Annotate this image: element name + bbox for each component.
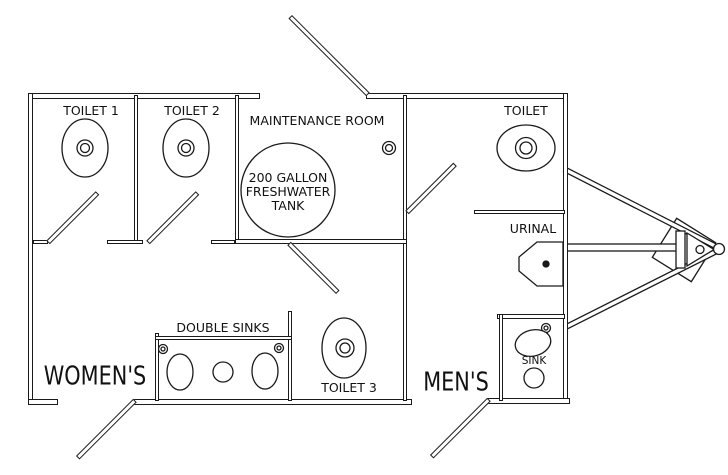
toilet-3-drain-inner [339,342,351,354]
maintenance-drain [381,140,397,156]
womens-area-label: WOMEN'S [43,361,147,392]
top-wall-left-segment [28,93,260,99]
toilet-1-drain-inner [79,142,91,154]
urinal-area-top-wall [474,210,565,214]
sink-room-left-wall [499,314,503,401]
toilet-2-fixture [162,118,210,178]
urinal-body [518,241,564,287]
freshwater-tank-circle [240,142,336,238]
hitch-ball [712,242,726,256]
urinal-fixture [518,241,564,287]
toilet-3-fixture [321,317,367,379]
left-faucet-inner [160,346,166,352]
mens-toilet-drain-inner [519,141,533,155]
left-sink-basin [166,353,194,391]
right-exterior-wall [563,93,568,404]
mens-sink-fixture [514,322,552,389]
maintenance-wall-foot [211,240,235,244]
toilet3-label: TOILET 3 [321,380,377,396]
left-exterior-wall [28,93,33,405]
tank-label-line2: FRESHWATER [245,184,331,199]
sink-counter-left-wall [155,333,159,401]
toilet1-label: TOILET 1 [63,103,119,119]
right-faucet-inner [276,345,282,351]
maintenance-bottom-wall [235,239,407,244]
maintenance-room-label: MAINTENANCE ROOM [249,113,385,129]
tongue-center-tube [563,243,678,252]
mens-sink-label: SINK [521,355,547,368]
sink-room-top-wall [497,314,565,319]
toilet2-label: TOILET 2 [164,103,220,119]
urinal-drain [542,260,550,268]
toilet-1-fixture [61,118,109,178]
sink-counter-right-wall [288,311,292,401]
tongue-jack-bracket [675,230,686,269]
center-drain [212,361,234,383]
mens-sink-basin [514,329,552,357]
central-partition-wall [403,95,407,401]
mens-toilet-label: TOILET [504,103,548,119]
double-sinks-label: DOUBLE SINKS [176,320,270,336]
mens-faucet-inner [543,325,549,331]
trailer-tongue [562,166,726,331]
tongue-beam-top-inner [563,167,720,250]
mens-area-label: MEN'S [423,367,489,398]
tongue-beam-bottom-inner [563,248,720,330]
stall-divider-foot [107,240,143,244]
tank-label-line1: 200 GALLON [248,170,328,185]
mens-toilet-fixture [496,124,556,172]
sink-counter-front-edge [155,336,292,340]
maintenance-left-wall [235,95,239,243]
urinal-label: URINAL [509,221,557,237]
toilet-2-drain-inner [180,142,192,154]
tank-label: 200 GALLON FRESHWATER TANK [233,171,343,213]
top-wall-right-segment [366,93,568,99]
right-sink-basin [251,352,279,390]
mens-sink-stool [523,367,545,389]
maintenance-drain-inner [384,143,394,153]
tongue-coupler-pin [695,244,705,255]
stall-divider-wall [134,95,138,243]
bottom-wall-left-stub [28,399,58,405]
double-sinks-fixture [157,342,285,391]
bottom-wall-womens-segment [134,399,412,405]
tank-label-line3: TANK [271,198,305,213]
